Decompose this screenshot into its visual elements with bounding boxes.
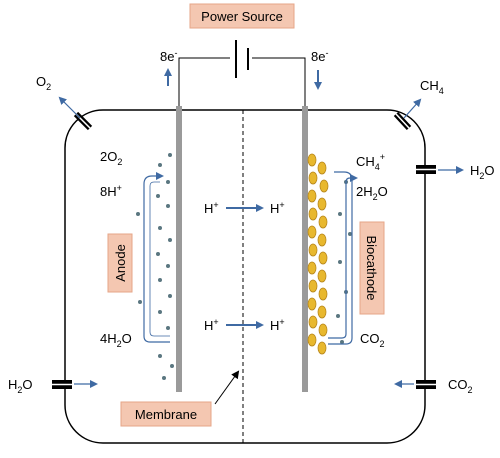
microbe	[317, 233, 327, 247]
anode-particle	[166, 204, 170, 208]
biocathode-label: Biocathode	[364, 235, 379, 300]
cathode-electrode	[302, 106, 308, 392]
anode-particles	[136, 153, 174, 380]
microbe	[317, 161, 327, 175]
anode-particle	[156, 252, 160, 256]
cathode-flow-arrow-inner	[328, 174, 358, 339]
anode-flow-arrow-inner	[149, 181, 170, 337]
microbe	[318, 287, 328, 301]
cathode-particle	[338, 212, 342, 216]
microbe	[317, 197, 327, 211]
microbe	[317, 341, 327, 355]
microbe	[307, 261, 317, 275]
anode-particle	[158, 163, 162, 167]
microbe	[307, 297, 317, 311]
h2o-right-label: H2O	[470, 163, 495, 181]
cathode-particle	[338, 260, 342, 264]
anode-label: Anode	[113, 244, 128, 282]
cathode-particle	[348, 232, 352, 236]
microbe	[319, 179, 329, 193]
electron-label-left: 8e-	[160, 48, 177, 64]
microbe	[307, 225, 317, 239]
anode-h-plus-label: 8H+	[100, 183, 122, 199]
cathode-co2-label: CO2	[360, 331, 385, 349]
anode-particle	[168, 294, 172, 298]
anode-particle	[170, 364, 174, 368]
microbe	[308, 171, 318, 185]
membrane-box	[120, 401, 212, 427]
anode-particle	[162, 376, 166, 380]
anode-particle	[138, 300, 142, 304]
anode-particle	[166, 326, 170, 330]
anode-electrode	[176, 106, 182, 392]
anode-particle	[166, 264, 170, 268]
microbe	[308, 315, 318, 329]
proton-label-top-right: H+	[270, 200, 285, 216]
ch4-gas-label: CH4	[420, 78, 444, 96]
anode-water-label: 4H2O	[100, 331, 132, 349]
cathode-ch4-label: CH4+	[356, 152, 385, 172]
proton-label-bottom-right: H+	[270, 317, 285, 333]
ch4-port-gap	[395, 113, 410, 129]
membrane-pointer-arrow	[214, 370, 240, 405]
anode-particle	[158, 310, 162, 314]
biocathode-box	[359, 221, 385, 315]
proton-label-top-left: H+	[204, 200, 219, 216]
cathode-water-label: 2H2O	[356, 184, 388, 202]
cathode-particles	[336, 180, 352, 344]
proton-label-bottom-left: H+	[204, 317, 219, 333]
microbe	[317, 305, 327, 319]
ch4-outlet-arrow	[403, 98, 422, 119]
o2-outlet-arrow	[58, 96, 81, 119]
cathode-particle	[336, 314, 340, 318]
anode-particle	[158, 226, 162, 230]
microbe	[308, 279, 318, 293]
cathode-particle	[340, 340, 344, 344]
co2-bottom-label: CO2	[448, 377, 473, 395]
microbe	[308, 243, 318, 257]
anode-flow-arrow	[143, 172, 170, 343]
microbe	[317, 269, 327, 283]
electron-label-right: 8e-	[311, 48, 328, 64]
microbe	[318, 323, 328, 337]
reactor-vessel	[64, 109, 426, 444]
anode-particle	[158, 278, 162, 282]
power-source-label: Power Source	[201, 9, 283, 24]
anode-particle	[168, 153, 172, 157]
anode-particle	[158, 354, 162, 358]
anode-o2-label: 2O2	[100, 149, 122, 167]
anode-box	[107, 233, 133, 293]
microbe	[307, 153, 317, 167]
microbe	[318, 215, 328, 229]
anode-particle	[168, 238, 172, 242]
membrane-label: Membrane	[135, 407, 197, 422]
microbe	[318, 251, 328, 265]
cathode-microbes	[307, 153, 329, 355]
o2-gas-label: O2	[36, 74, 51, 92]
microbe	[307, 189, 317, 203]
cathode-flow-arrow	[328, 171, 353, 345]
anode-particle	[166, 180, 170, 184]
microbe	[307, 333, 317, 347]
h2o-left-label: H2O	[8, 377, 33, 395]
anode-particle	[136, 212, 140, 216]
power-source-box	[189, 3, 295, 29]
microbe	[308, 207, 318, 221]
anode-particle	[156, 194, 160, 198]
